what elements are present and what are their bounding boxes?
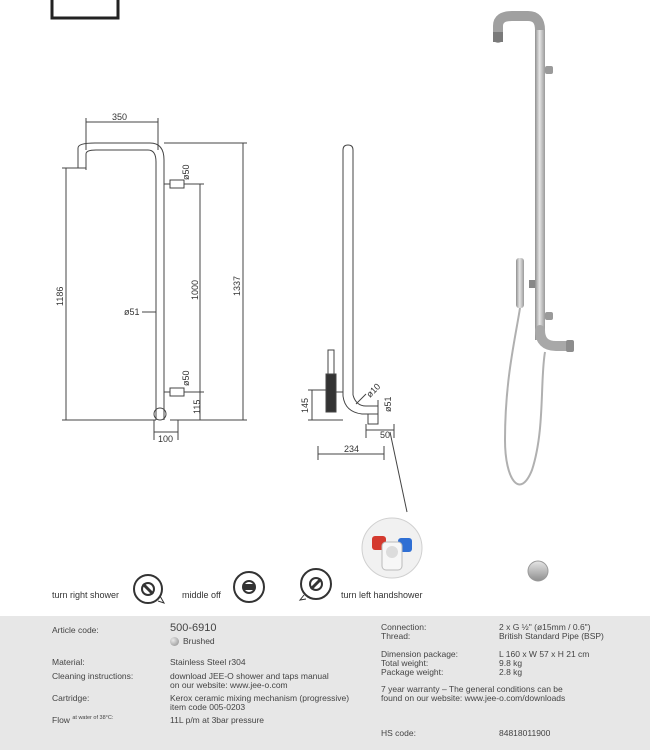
dimension-value: L 160 x W 57 x H 21 cm <box>499 649 590 659</box>
cleaning-line-1: download JEE-O shower and taps manual <box>170 671 329 681</box>
cartridge-line-1: Kerox ceramic mixing mechanism (progress… <box>170 693 350 703</box>
spec-panel: Article code: 500-6910 Brushed Material:… <box>0 616 650 750</box>
dim-50-side: 50 <box>380 430 390 440</box>
total-weight-label: Total weight: <box>381 658 429 668</box>
article-code-value: 500-6910 <box>170 622 217 634</box>
dimension-label: Dimension package: <box>381 649 459 659</box>
dim-234: 234 <box>344 444 359 454</box>
turn-left-icon <box>298 568 332 601</box>
dim-50-bottom: ø50 <box>181 370 191 386</box>
finish-swatch <box>527 560 549 582</box>
dim-50-top: ø50 <box>181 164 191 180</box>
dim-145: 145 <box>300 398 310 413</box>
flow-value: 11L p/m at 3bar pressure <box>170 715 265 725</box>
cartridge-label: Cartridge: <box>52 693 90 703</box>
warranty-line-1: 7 year warranty – The general conditions… <box>381 684 563 694</box>
finish-value: Brushed <box>183 636 215 646</box>
shower-product-photo <box>493 11 574 486</box>
package-weight-label: Package weight: <box>381 667 444 677</box>
technical-drawing: 350 ø50 1186 1000 1337 ø51 ø50 115 100 <box>50 0 574 604</box>
dim-1186: 1186 <box>55 287 65 306</box>
legend-turn-right: turn right shower <box>52 590 120 600</box>
warranty-line-2: found on our website: www.jee-o.com/down… <box>381 693 566 703</box>
article-code-label: Article code: <box>52 625 99 635</box>
thread-label: Thread: <box>381 631 411 641</box>
dim-115: 115 <box>192 400 202 414</box>
hs-code-label: HS code: <box>381 728 416 738</box>
material-value: Stainless Steel r304 <box>170 657 246 667</box>
dim-1337: 1337 <box>232 276 242 296</box>
flow-label-text: Flow <box>52 714 70 725</box>
front-view <box>62 118 247 440</box>
flow-label-sup: at water of 38°C: <box>72 715 114 721</box>
brushed-swatch-icon <box>170 637 179 647</box>
dim-100: 100 <box>158 434 173 444</box>
material-label: Material: <box>52 657 85 667</box>
flow-label: Flow at water of 38°C: <box>52 714 113 725</box>
connection-label: Connection: <box>381 622 427 632</box>
dim-51-side: ø51 <box>383 396 393 412</box>
dim-10: ø10 <box>364 381 382 399</box>
legend-turn-left: turn left handshower <box>341 590 423 600</box>
package-weight-value: 2.8 kg <box>499 667 523 677</box>
cleaning-line-2: on our website: www.jee-o.com <box>170 680 288 690</box>
total-weight-value: 9.8 kg <box>499 658 523 668</box>
turn-right-icon <box>133 574 166 604</box>
side-view <box>308 144 408 513</box>
cartridge-line-2: item code 005-0203 <box>170 702 246 712</box>
cleaning-label: Cleaning instructions: <box>52 671 134 681</box>
thread-value: British Standard Pipe (BSP) <box>499 631 604 641</box>
middle-off-icon <box>233 571 265 603</box>
dim-350: 350 <box>112 112 127 122</box>
dim-1000: 1000 <box>190 280 200 300</box>
brand-logo <box>50 0 120 20</box>
legend-middle-off: middle off <box>182 590 221 600</box>
valve-photo <box>361 517 423 579</box>
hs-code-value: 84818011900 <box>499 728 551 738</box>
connection-value: 2 x G ½" (ø15mm / 0.6") <box>499 622 591 632</box>
dim-51-front: ø51 <box>124 307 140 317</box>
finish-value-row: Brushed <box>170 636 215 647</box>
